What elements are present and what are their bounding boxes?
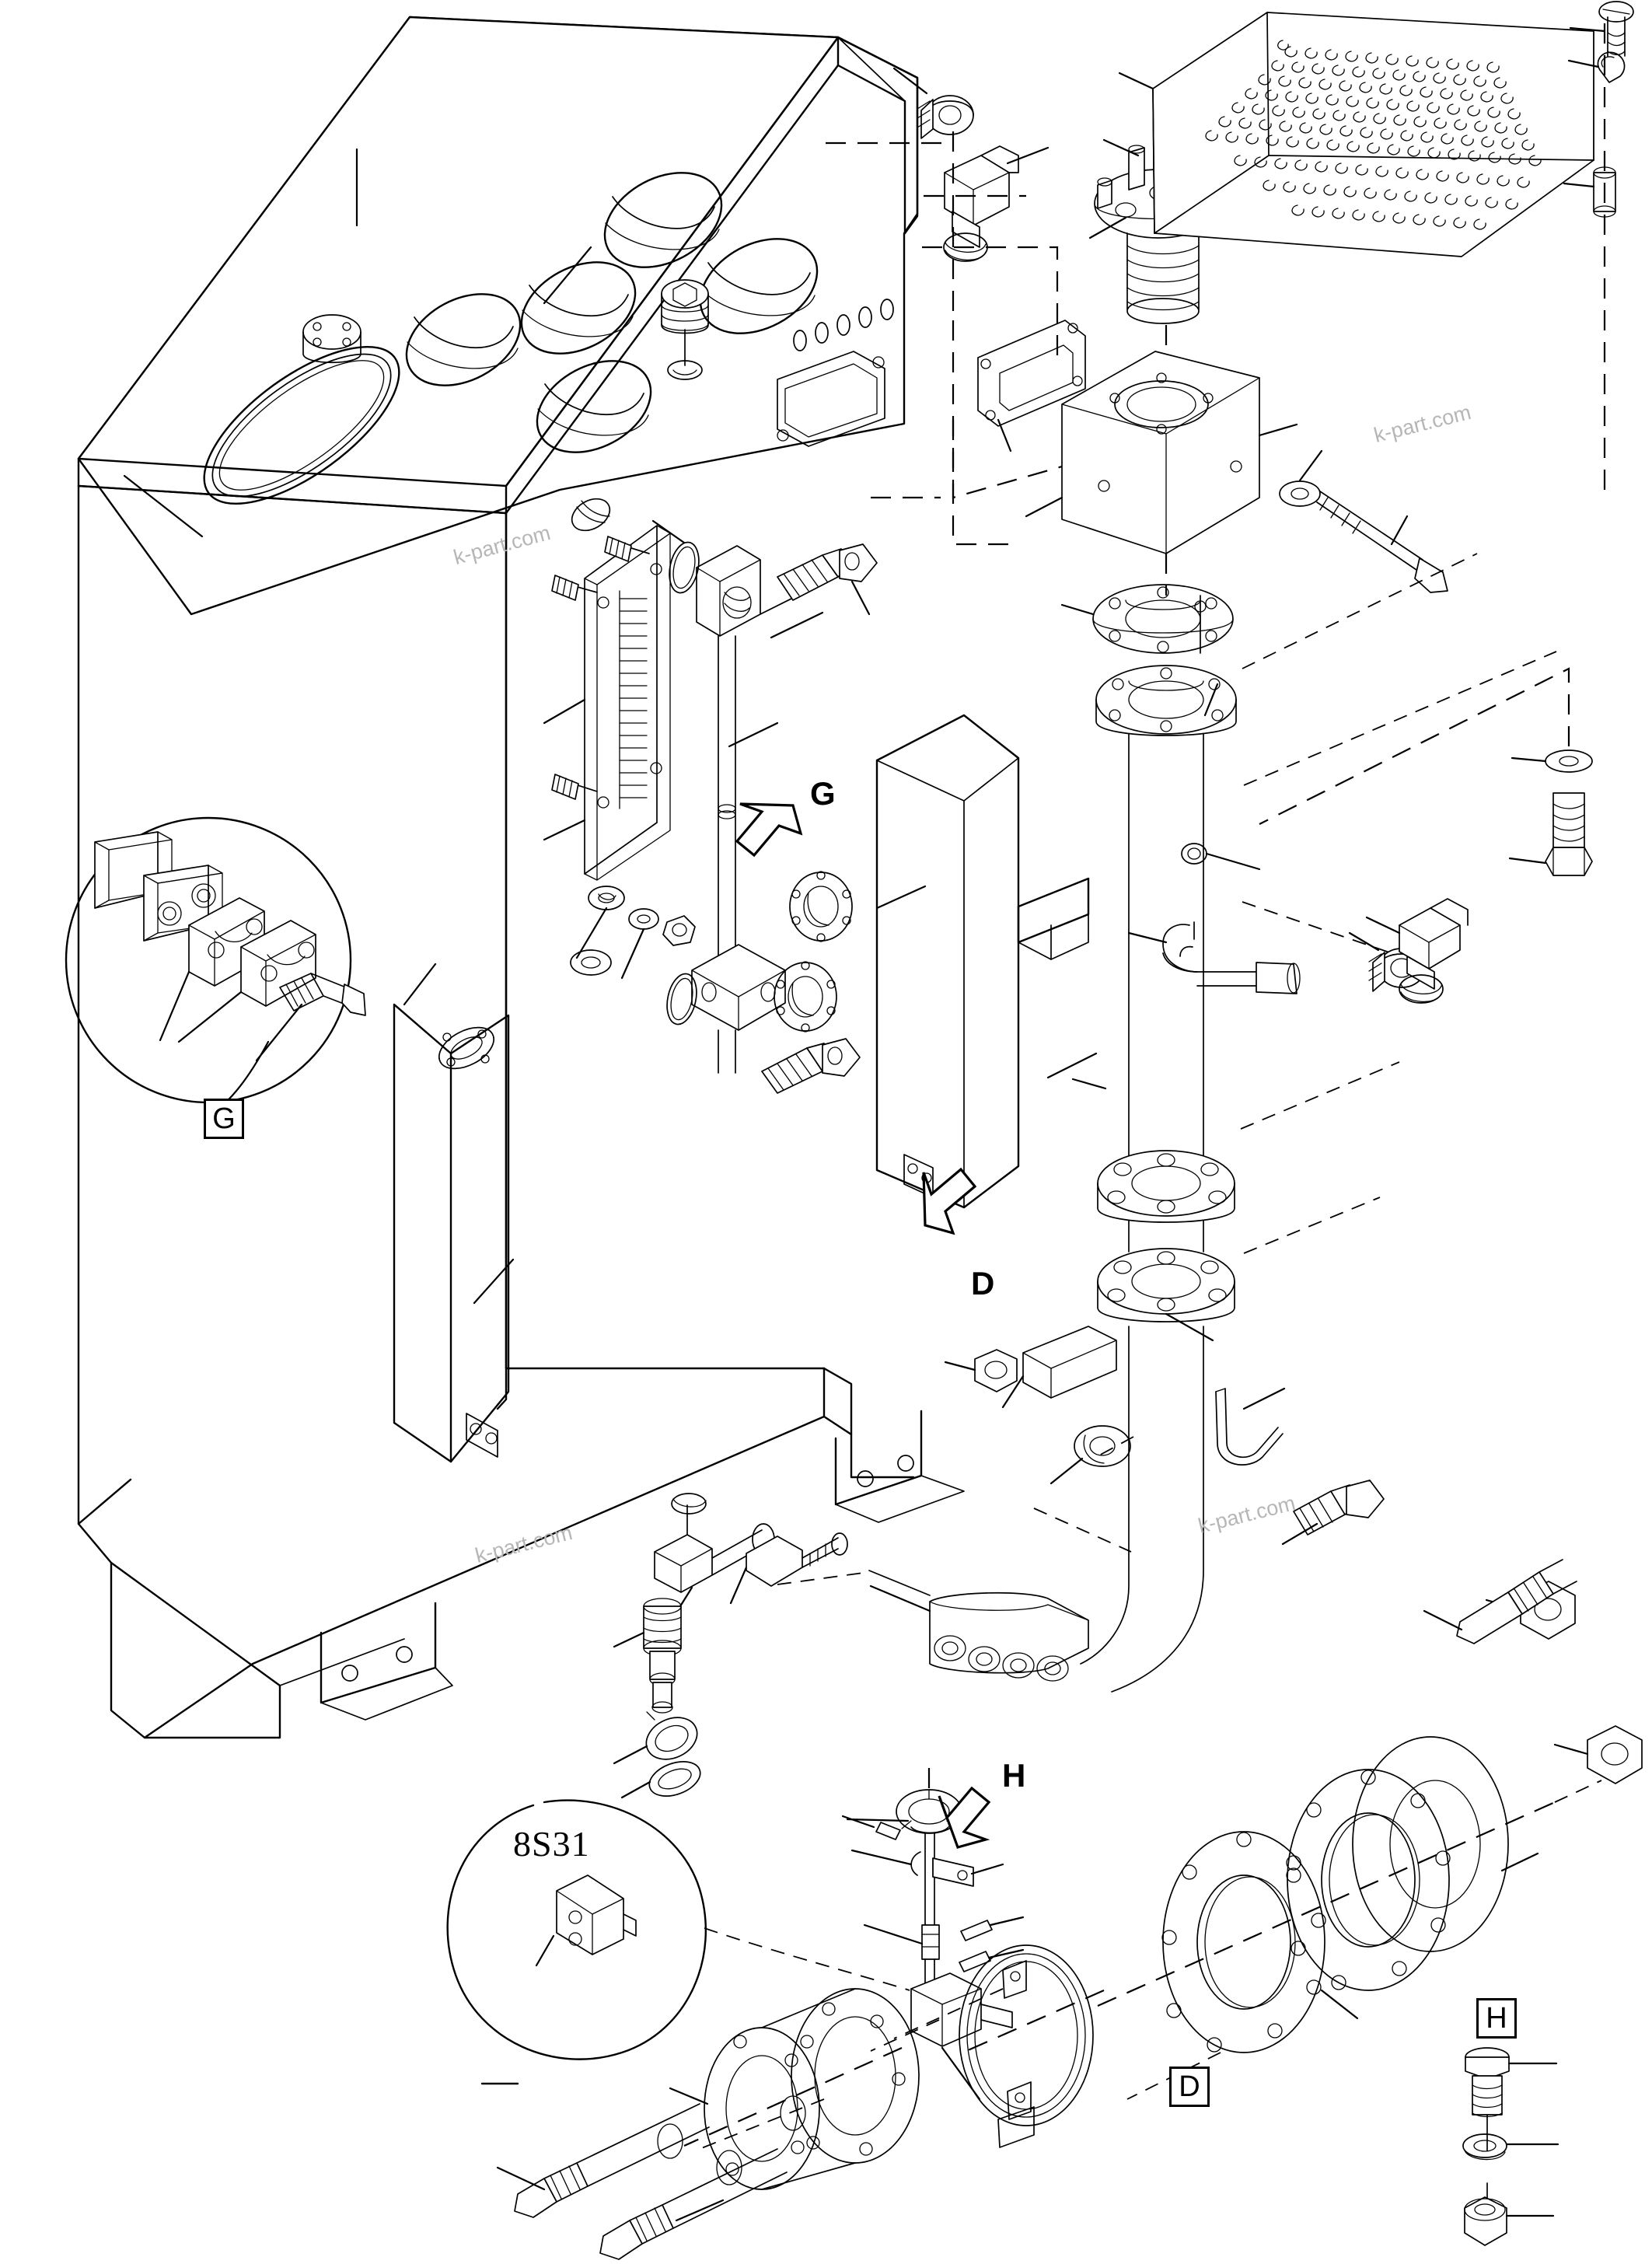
sender-unit-mid (1365, 898, 1469, 1004)
drain-valve-cartridge (613, 1598, 682, 1714)
flange-stack-1 (1161, 1831, 1326, 2053)
construction-lines (683, 121, 1602, 2150)
detail-code-8s31: 8S31 (513, 1824, 590, 1864)
gauge-stud-upper (604, 536, 650, 562)
h-hex-bolt (1465, 2047, 1558, 2151)
h-lock-washer (1462, 2133, 1559, 2161)
manifold-header (869, 1584, 1089, 1682)
callout-box-d[interactable]: D (1169, 2067, 1210, 2107)
callout-box-g-label: G (212, 1102, 236, 1135)
valve-body-block (952, 320, 1448, 593)
arrow-letter-h: H (1002, 1757, 1026, 1794)
callout-box-h[interactable]: H (1476, 1998, 1517, 2039)
gauge-hex-bolt (760, 543, 878, 615)
pipe-support-bracket (944, 1326, 1385, 1546)
bracket-bolt (1281, 1480, 1385, 1546)
h-group-fasteners (1462, 2047, 1559, 2246)
arrow-letter-g: G (810, 775, 836, 812)
spring-clip (1215, 1387, 1286, 1466)
arrow-letter-d: D (971, 1265, 995, 1301)
butterfly-disc (959, 1944, 1094, 2148)
hex-adapter (746, 1532, 848, 1587)
grating-fastener-group (1563, 1, 1634, 498)
exploded-flange-stack (1097, 1559, 1643, 2100)
hydraulic-tank-body (77, 16, 1090, 1739)
gauge-stud-mid (551, 575, 598, 601)
gauge-stud-lower (551, 774, 598, 800)
hose-clamp-lower (620, 1761, 701, 1799)
pipe-top-flange (1095, 665, 1237, 736)
pipe-flange-pair-lower (1097, 1248, 1235, 1322)
level-gauge-assembly (543, 498, 878, 1094)
hollow-arrow-h (938, 1786, 991, 1849)
hex-plug-upper (892, 67, 974, 139)
gauge-knurled-cap (571, 498, 611, 532)
valve-long-bolt-upper (496, 2103, 710, 2218)
right-bolt-washer-group (1259, 667, 1593, 876)
clamp-bolt (279, 973, 366, 1016)
hose-clamp-upper (613, 1711, 698, 1765)
callout-box-h-label: H (1486, 2002, 1507, 2035)
flange-stack-3 (1352, 1736, 1509, 1952)
valve-block-long-bolt (1279, 449, 1448, 593)
callout-box-g[interactable]: G (204, 1099, 244, 1139)
callout-box-d-label: D (1179, 2070, 1200, 2103)
bracket-hex-nut (944, 1349, 1018, 1392)
hollow-arrow-g (735, 802, 803, 858)
hollow-arrow-d (922, 1167, 977, 1235)
pipe-flange-pair-upper (1097, 1150, 1235, 1223)
flange-stack-2 (1286, 1769, 1451, 1991)
gauge-gasket-flange-upper (789, 871, 853, 942)
detail-circle-g-group (65, 816, 366, 1106)
level-sender-unit (943, 145, 1050, 262)
flange-stack-nut-lower (1553, 1725, 1643, 1784)
valve-long-bolt-lower (599, 2148, 788, 2260)
vertical-suction-pipe (1060, 584, 1301, 1693)
flange-stack-long-bolt (1423, 1559, 1577, 1644)
grating-holes (1205, 46, 1542, 230)
butterfly-valve-assembly (496, 1789, 1094, 2260)
detail-circle-8s31-group (446, 1799, 910, 2085)
gauge-gasket-flange-lower (774, 961, 837, 1032)
bracket-washer (1050, 1425, 1131, 1485)
valve-housing-left (669, 1988, 920, 2190)
tank-top-drain-plug (661, 279, 709, 380)
tank-leaders (123, 148, 1098, 1305)
tank-top-small-port (302, 314, 361, 364)
right-hex-bolt (1508, 792, 1593, 876)
right-washer (1511, 749, 1593, 773)
valve-handwheel (846, 1789, 962, 1834)
gauge-hex-bolt-lower (761, 1038, 861, 1094)
tank-right-fittings (892, 67, 1469, 1004)
pipe-elbow-fitting (1127, 921, 1301, 994)
h-hex-nut (1464, 2182, 1555, 2246)
loose-flange-top (1060, 584, 1234, 654)
slotted-screw (1569, 1, 1634, 57)
perforated-step-plate (1118, 12, 1594, 257)
lower-left-fittings (613, 1493, 1089, 1799)
